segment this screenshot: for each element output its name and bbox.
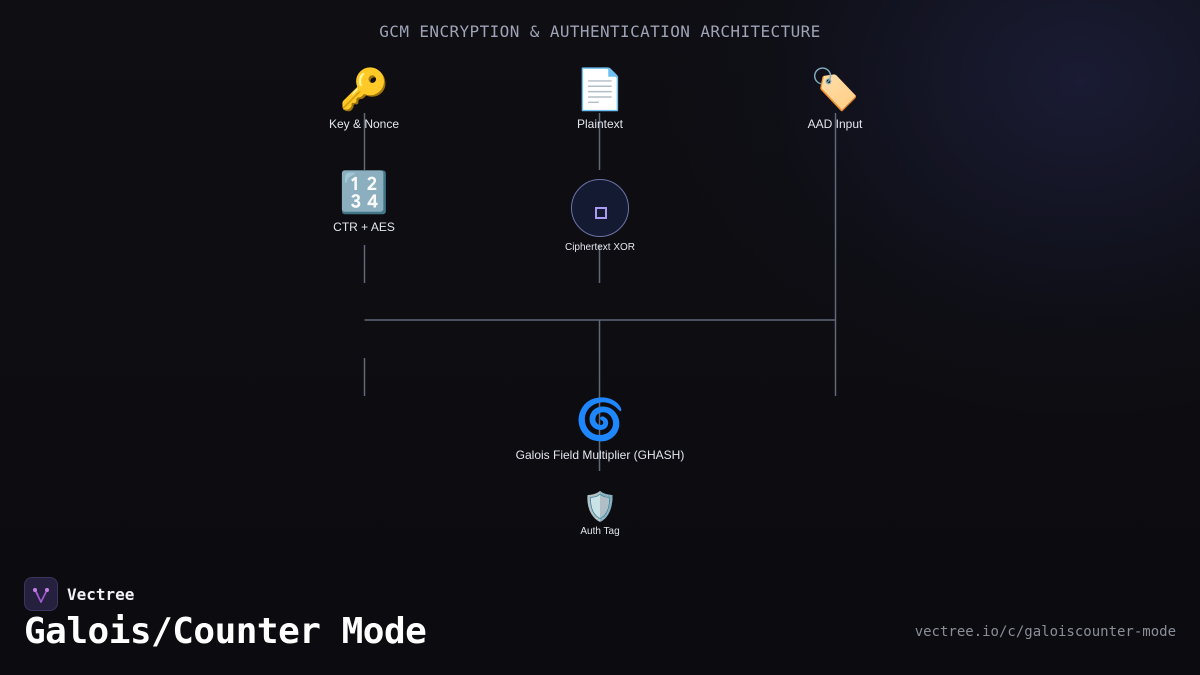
node-label: CTR + AES <box>333 220 395 234</box>
diagram-title: GCM ENCRYPTION & AUTHENTICATION ARCHITEC… <box>379 22 821 41</box>
tag-icon: 🏷️ <box>810 67 860 113</box>
brand[interactable]: Vectree <box>24 577 134 611</box>
page-url[interactable]: vectree.io/c/galoiscounter-mode <box>914 624 1176 640</box>
node-label: Auth Tag <box>580 526 620 537</box>
node-ciphertext-xor: Ciphertext XOR <box>540 179 660 253</box>
key-icon: 🔑 <box>339 67 389 113</box>
xor-square-icon <box>595 207 607 219</box>
node-label: Galois Field Multiplier (GHASH) <box>515 448 685 462</box>
node-aad-input: 🏷️ AAD Input <box>785 70 885 131</box>
node-label: Key & Nonce <box>328 117 400 131</box>
node-label: Ciphertext XOR <box>564 242 636 253</box>
node-auth-tag: 🛡️ Auth Tag <box>560 490 640 538</box>
page-title: Galois/Counter Mode <box>24 611 427 652</box>
cyclone-icon: 🌀 <box>575 397 625 443</box>
brand-name: Vectree <box>67 584 135 604</box>
node-plaintext: 📄 Plaintext <box>550 70 650 131</box>
node-key-nonce: 🔑 Key & Nonce <box>314 70 414 131</box>
node-label: AAD Input <box>807 117 863 131</box>
xor-circle <box>571 179 629 237</box>
document-icon: 📄 <box>575 67 625 113</box>
node-ghash: 🌀 Galois Field Multiplier (GHASH) <box>480 400 720 462</box>
vectree-logo-icon <box>24 577 58 611</box>
node-ctr-aes: 🔢 CTR + AES <box>314 173 414 234</box>
numbers-icon: 🔢 <box>339 170 389 216</box>
node-label: Plaintext <box>576 117 624 131</box>
shield-icon: 🛡️ <box>582 490 618 523</box>
